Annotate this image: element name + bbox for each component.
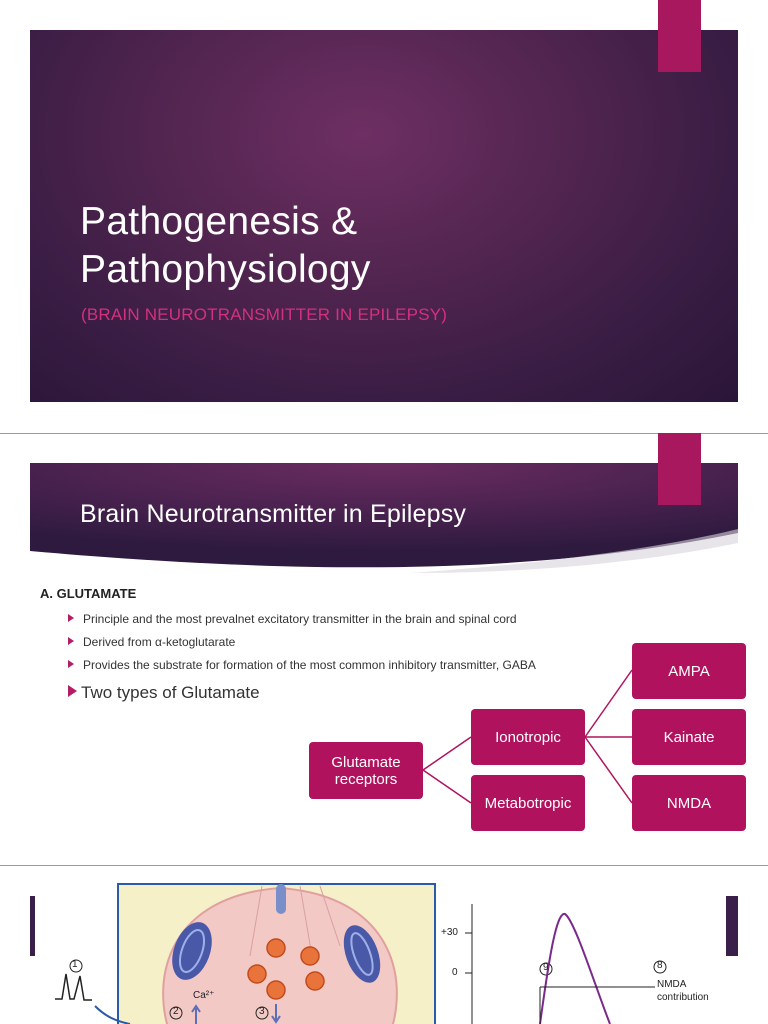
title-line-1: Pathogenesis & <box>80 200 358 243</box>
diagram-node-metabotropic: Metabotropic <box>471 775 585 831</box>
diagram-node-nmda: NMDA <box>632 775 746 831</box>
nmda-annotation-line-2: contribution <box>657 992 709 1003</box>
synapse-figure <box>55 883 667 1024</box>
slide-title: Pathogenesis & Pathophysiology <box>80 198 680 294</box>
slide-subtitle: (BRAIN NEUROTRANSMITTER IN EPILEPSY) <box>81 305 448 324</box>
section-heading: A. GLUTAMATE <box>40 586 137 601</box>
slide-edge-bar <box>30 896 35 956</box>
bullet-item: Derived from α-ketoglutarate <box>68 635 235 649</box>
bullet-item: Provides the substrate for formation of … <box>68 658 536 672</box>
marker-label: 8 <box>657 960 663 971</box>
title-banner <box>30 463 738 573</box>
marker-label: 9 <box>543 962 549 973</box>
diagram-node-kainate: Kainate <box>632 709 746 765</box>
marker-label: 2 <box>173 1006 179 1017</box>
bullet-arrow-icon <box>68 685 77 697</box>
bullet-item: Two types of Glutamate <box>68 683 260 703</box>
slide-edge-bar <box>726 896 738 956</box>
title-slide-background <box>30 30 738 402</box>
diagram-node-ionotropic: Ionotropic <box>471 709 585 765</box>
slide-accent-tab <box>658 433 701 505</box>
marker-label: 1 <box>72 959 78 970</box>
slide-accent-tab <box>658 0 701 72</box>
bullet-arrow-icon <box>68 660 74 668</box>
slide-separator <box>0 865 768 866</box>
slide-separator <box>0 433 768 434</box>
slide-title: Brain Neurotransmitter in Epilepsy <box>80 500 467 528</box>
bullet-item: Principle and the most prevalnet excitat… <box>68 612 517 626</box>
marker-label: 3 <box>259 1006 265 1017</box>
nmda-annotation-line-1: NMDA <box>657 979 687 990</box>
axis-tick-label: +30 <box>441 927 458 938</box>
title-line-2: Pathophysiology <box>80 248 371 291</box>
axis-tick-label: 0 <box>452 967 458 978</box>
diagram-node-ampa: AMPA <box>632 643 746 699</box>
bullet-arrow-icon <box>68 614 74 622</box>
calcium-label: Ca²⁺ <box>193 990 215 1001</box>
bullet-arrow-icon <box>68 637 74 645</box>
diagram-node-glutamate-receptors: Glutamate receptors <box>309 742 423 799</box>
